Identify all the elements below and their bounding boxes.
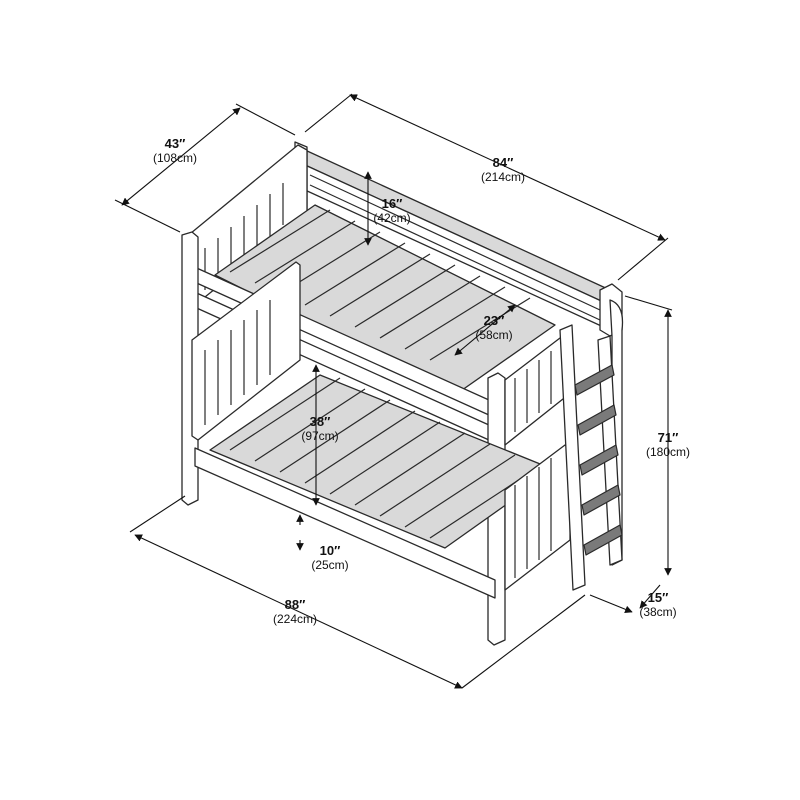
ladder bbox=[559, 324, 623, 591]
dimension-guardrail-cm: (42cm) bbox=[373, 211, 411, 225]
dimension-clearance-cm: (97cm) bbox=[301, 429, 339, 443]
dimension-inner-inch: 23″ bbox=[483, 313, 505, 328]
dimension-total-length-cm: (224cm) bbox=[272, 612, 318, 626]
dimension-length-label: 84″ (214cm) bbox=[481, 155, 525, 185]
dimension-ladder-cm: (38cm) bbox=[639, 605, 677, 619]
dimension-floor-label: 10″ (25cm) bbox=[311, 543, 348, 573]
top-end-slats bbox=[204, 183, 284, 290]
dimension-floor-inch: 10″ bbox=[319, 543, 341, 558]
dimension-total-length-label: 88″ (224cm) bbox=[273, 597, 317, 627]
dimension-ladder-label: 15″ (38cm) bbox=[639, 590, 676, 620]
dimension-clearance-inch: 38″ bbox=[309, 414, 331, 429]
dimension-floor-cm: (25cm) bbox=[311, 558, 349, 572]
dimension-lines bbox=[114, 93, 673, 689]
dimension-height-label: 71″ (180cm) bbox=[646, 430, 690, 460]
bunk-bed-illustration bbox=[181, 141, 624, 646]
dimension-depth-label: 43″ (108cm) bbox=[153, 136, 197, 166]
dimension-length-cm: (214cm) bbox=[480, 170, 526, 184]
dimension-guardrail-label: 16″ (42cm) bbox=[373, 196, 410, 226]
dimension-height-cm: (180cm) bbox=[645, 445, 691, 459]
dimension-depth-cm: (108cm) bbox=[152, 151, 198, 165]
dimension-ladder-inch: 15″ bbox=[647, 590, 669, 605]
dimension-clearance-label: 38″ (97cm) bbox=[301, 414, 338, 444]
dimension-guardrail-inch: 16″ bbox=[381, 196, 403, 211]
dimension-total-length-inch: 88″ bbox=[284, 597, 306, 612]
dimension-length-inch: 84″ bbox=[492, 155, 514, 170]
dimension-depth-inch: 43″ bbox=[164, 136, 186, 151]
dimension-inner-cm: (58cm) bbox=[475, 328, 513, 342]
dimension-height-inch: 71″ bbox=[657, 430, 679, 445]
dimension-inner-label: 23″ (58cm) bbox=[475, 313, 512, 343]
